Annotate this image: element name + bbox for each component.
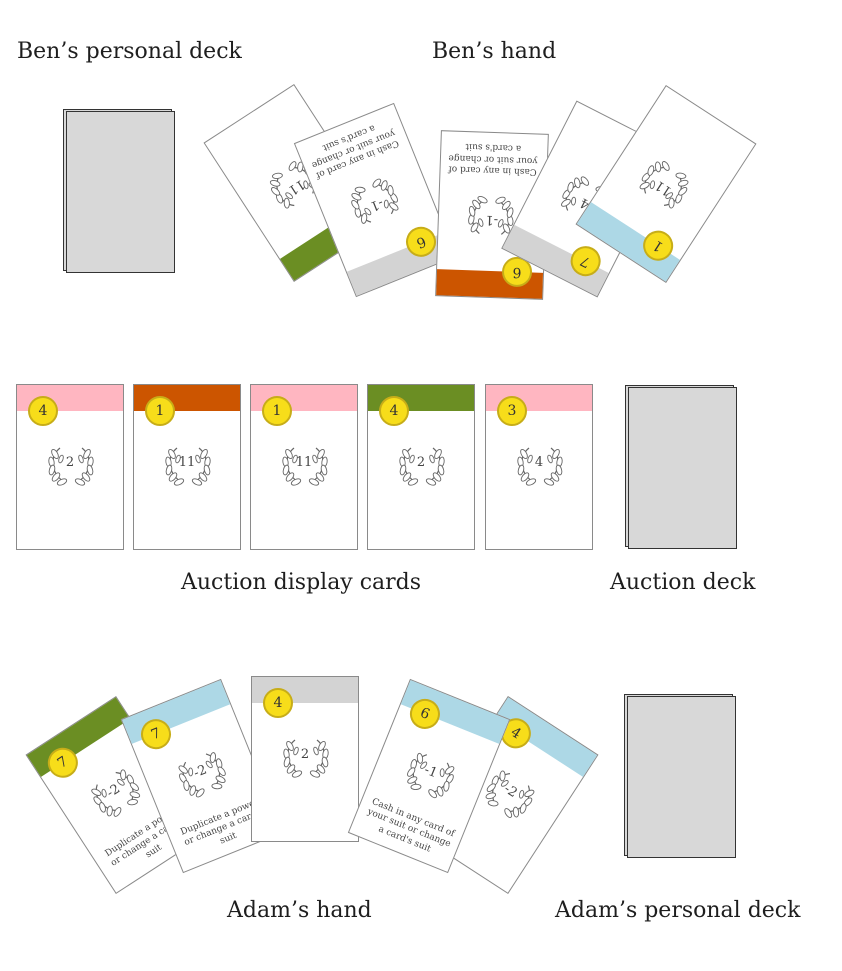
coin-cost-badge: 1: [262, 396, 292, 426]
deck-card-back: [66, 111, 175, 273]
laurel-wreath-icon: [397, 442, 447, 488]
deck-card-back: [628, 387, 737, 549]
card-value: 4: [534, 455, 544, 470]
laurel-wreath-icon: [163, 442, 213, 488]
ben-personal-deck[interactable]: [63, 109, 175, 273]
laurel-wreath-icon: [631, 152, 698, 218]
card-value: 11: [295, 455, 313, 470]
laurel-wreath-icon: [476, 761, 543, 827]
laurel-wreath-icon: [170, 743, 234, 804]
card-power-text: Cash in any card of your suit or change …: [448, 141, 538, 177]
laurel-wreath-icon: [46, 442, 96, 488]
adam-deck-label: Adam’s personal deck: [555, 898, 801, 923]
ben-hand-label: Ben’s hand: [432, 39, 557, 64]
card-value: 2: [65, 455, 75, 470]
card-power-text: Cash in any card of your suit or change …: [365, 796, 456, 855]
coin-cost-badge: 1: [145, 396, 175, 426]
laurel-wreath-icon: [82, 760, 149, 826]
card-value: 11: [178, 455, 196, 470]
laurel-wreath-icon: [515, 442, 565, 488]
suit-band: [122, 680, 231, 744]
auction-deck-label: Auction deck: [610, 570, 756, 595]
card-value: 2: [416, 455, 426, 470]
coin-cost-badge: 4: [28, 396, 58, 426]
coin-cost-badge: 4: [379, 396, 409, 426]
laurel-wreath-icon: [465, 193, 517, 241]
laurel-wreath-icon: [280, 442, 330, 488]
auction-display-label: Auction display cards: [181, 570, 422, 595]
auction-deck[interactable]: [625, 385, 737, 549]
adam-hand-label: Adam’s hand: [227, 898, 372, 923]
adam-personal-deck[interactable]: [624, 694, 736, 858]
coin-cost-badge: 3: [497, 396, 527, 426]
deck-card-back: [627, 696, 736, 858]
laurel-wreath-icon: [399, 744, 463, 805]
laurel-wreath-icon: [343, 172, 407, 233]
ben-deck-label: Ben’s personal deck: [17, 39, 242, 64]
laurel-wreath-icon: [281, 734, 331, 780]
coin-cost-badge: 4: [263, 688, 293, 718]
card-value: 2: [300, 747, 310, 762]
